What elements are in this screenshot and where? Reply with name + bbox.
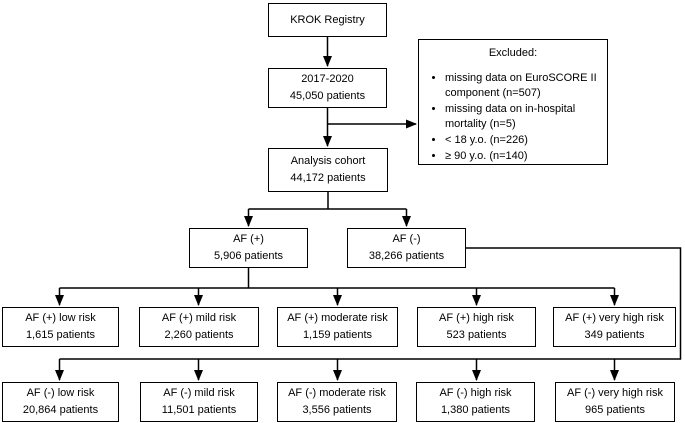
period-box: 2017-2020 45,050 patients: [268, 68, 387, 108]
af-positive-very-high-risk-box: AF (+) very high risk 349 patients: [553, 307, 676, 347]
af-positive-low-risk-label: AF (+) low risk: [25, 312, 96, 324]
af-positive-high-risk-box: AF (+) high risk 523 patients: [417, 307, 536, 347]
af-negative-moderate-risk-box: AF (-) moderate risk 3,556 patients: [277, 382, 397, 422]
af-negative-very-high-risk-box: AF (-) very high risk 965 patients: [555, 382, 675, 422]
af-positive-mild-risk-box: AF (+) mild risk 2,260 patients: [139, 307, 259, 347]
af-negative-moderate-risk-patients: 3,556 patients: [302, 404, 372, 416]
af-negative-low-risk-patients: 20,864 patients: [22, 404, 99, 416]
af-positive-very-high-risk-patients: 349 patients: [584, 329, 645, 341]
af-positive-moderate-risk-box: AF (+) moderate risk 1,159 patients: [277, 307, 398, 347]
analysis-cohort-patients: 44,172 patients: [290, 172, 366, 184]
af-positive-high-risk-patients: 523 patients: [446, 329, 507, 341]
connector-afneg-route: [59, 247, 682, 360]
af-negative-low-risk-box: AF (-) low risk 20,864 patients: [2, 382, 119, 422]
af-negative-patients: 38,266 patients: [368, 250, 445, 262]
af-negative-very-high-risk-label: AF (-) very high risk: [567, 387, 663, 399]
excluded-item-under-18: < 18 y.o. (n=226): [445, 133, 601, 148]
excluded-item-mortality: missing data on in-hospital mortality (n…: [445, 102, 601, 132]
excluded-list: missing data on EuroSCORE II component (…: [423, 71, 603, 165]
af-positive-low-risk-patients: 1,615 patients: [25, 329, 96, 341]
excluded-item-over-90: ≥ 90 y.o. (n=140): [445, 149, 601, 164]
af-negative-mild-risk-label: AF (-) mild risk: [163, 387, 235, 399]
af-negative-very-high-risk-patients: 965 patients: [585, 404, 645, 416]
af-positive-very-high-risk-label: AF (+) very high risk: [565, 312, 664, 324]
af-positive-high-risk-label: AF (+) high risk: [439, 312, 514, 324]
af-negative-moderate-risk-label: AF (-) moderate risk: [288, 387, 386, 399]
af-positive-mild-risk-label: AF (+) mild risk: [161, 312, 237, 324]
af-positive-mild-risk-patients: 2,260 patients: [164, 329, 234, 341]
af-negative-high-risk-box: AF (-) high risk 1,380 patients: [416, 382, 535, 422]
period-years: 2017-2020: [301, 73, 354, 85]
af-negative-label: AF (-): [392, 233, 421, 245]
af-positive-moderate-risk-label: AF (+) moderate risk: [287, 312, 388, 324]
excluded-box: Excluded: missing data on EuroSCORE II c…: [418, 39, 608, 165]
af-negative-mild-risk-box: AF (-) mild risk 11,501 patients: [140, 382, 258, 422]
af-negative-high-risk-patients: 1,380 patients: [440, 404, 511, 416]
excluded-title: Excluded:: [488, 47, 538, 59]
analysis-cohort-box: Analysis cohort 44,172 patients: [268, 148, 388, 192]
af-positive-moderate-risk-patients: 1,159 patients: [302, 329, 373, 341]
af-negative-high-risk-label: AF (-) high risk: [439, 387, 512, 399]
krok-registry-box: KROK Registry: [268, 3, 387, 37]
krok-registry-label: KROK Registry: [290, 13, 365, 26]
excluded-item-euroscore: missing data on EuroSCORE II component (…: [445, 71, 601, 101]
af-negative-low-risk-label: AF (-) low risk: [26, 387, 95, 399]
period-patients: 45,050 patients: [289, 90, 366, 102]
af-positive-low-risk-box: AF (+) low risk 1,615 patients: [2, 307, 119, 347]
af-negative-box: AF (-) 38,266 patients: [347, 228, 466, 268]
af-positive-patients: 5,906 patients: [213, 250, 284, 262]
af-negative-mild-risk-patients: 11,501 patients: [161, 404, 237, 416]
af-positive-box: AF (+) 5,906 patients: [189, 228, 308, 268]
analysis-cohort-label: Analysis cohort: [290, 155, 366, 167]
af-positive-label: AF (+): [233, 233, 264, 245]
